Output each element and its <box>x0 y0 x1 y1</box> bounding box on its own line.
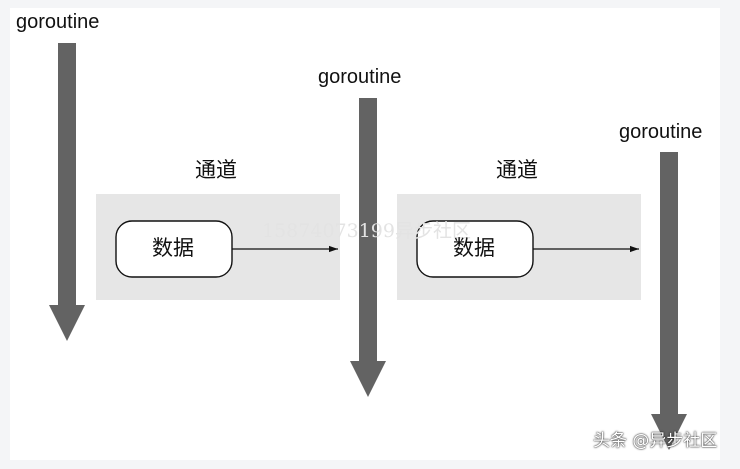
goroutine-label-2: goroutine <box>318 66 402 88</box>
goroutine-arrow-2 <box>350 98 386 397</box>
channel-label-2: 通道 <box>496 158 538 182</box>
data-label-1: 数据 <box>152 236 194 260</box>
goroutine-label-1: goroutine <box>16 11 100 33</box>
channel-label-1: 通道 <box>195 158 237 182</box>
goroutine-label-3: goroutine <box>619 121 703 143</box>
data-label-2: 数据 <box>453 236 495 260</box>
goroutine-arrow-1 <box>49 43 85 341</box>
goroutine-arrow-3 <box>651 152 687 450</box>
